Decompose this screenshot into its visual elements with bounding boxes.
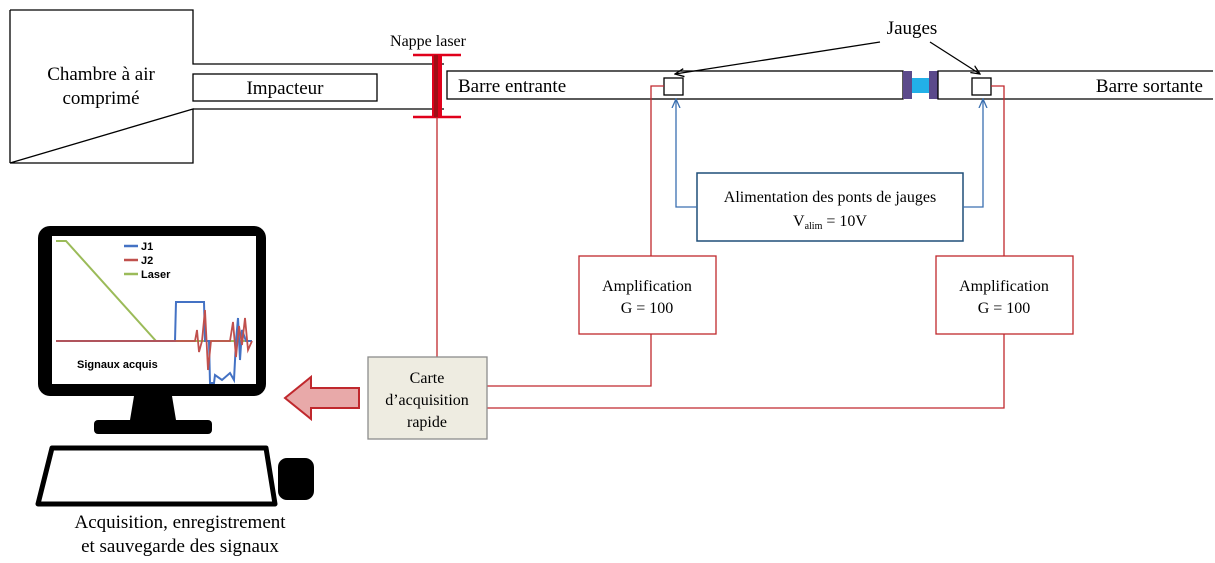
acquisition-card-line-2: d’acquisition (385, 392, 469, 409)
input-bar-label: Barre entrante (458, 76, 566, 97)
gauge-supply-title: Alimentation des ponts de jauges (724, 189, 936, 206)
amplifier-left-title: Amplification (602, 278, 692, 295)
computer-caption-2: et sauvegarde des signaux (81, 536, 279, 557)
gauges-arrow-left (675, 41, 881, 74)
gauge-j1 (663, 77, 684, 96)
air-chamber-outline (9, 9, 444, 164)
gauge-j2 (971, 77, 992, 96)
monitor-stand (94, 420, 212, 434)
amplifier-left-box (578, 255, 717, 335)
air-chamber-label-2: comprimé (62, 88, 139, 109)
impactor: Impacteur (192, 73, 378, 102)
air-chamber-label-1: Chambre à air (47, 64, 155, 85)
laser-sheet-label: Nappe laser (390, 33, 467, 50)
series-j1-line (56, 301, 252, 384)
legend-j1-label: J1 (141, 241, 153, 253)
impactor-label: Impacteur (246, 78, 324, 99)
monitor-neck (130, 396, 176, 420)
output-bar: Barre sortante (937, 70, 1213, 100)
amplifier-right-gain: G = 100 (978, 300, 1031, 317)
amplifier-left-gain: G = 100 (621, 300, 674, 317)
amplifier-right: Amplification G = 100 (935, 255, 1074, 335)
gauge-supply: Alimentation des ponts de jauges Valim =… (676, 99, 983, 242)
laser-sheet: Nappe laser (390, 33, 467, 119)
legend-j2-label: J2 (141, 255, 153, 267)
plot-caption: Signaux acquis (77, 359, 158, 371)
gauges-arrow-right (929, 41, 980, 74)
wire-gauge-j1-to-amp-left (650, 85, 664, 256)
impactor-body (192, 73, 378, 102)
computer-caption-1: Acquisition, enregistrement (74, 512, 286, 533)
signals-plot: J1 J2 Laser Signaux acquis (56, 240, 253, 384)
keyboard (35, 445, 278, 507)
supply-wire-right (963, 99, 983, 208)
data-transfer-arrow (283, 374, 360, 422)
wire-gauge-j2-to-amp-right (991, 85, 1005, 256)
gauges: Jauges (663, 18, 992, 96)
acquisition-card-line-3: rapide (407, 414, 447, 431)
acquisition-card-line-1: Carte (410, 370, 445, 387)
wire-amp-right-to-card (487, 334, 1005, 409)
wire-amp-left-to-card (487, 334, 652, 387)
amplifier-right-box (935, 255, 1074, 335)
air-chamber: Chambre à air comprimé (9, 9, 444, 164)
monitor-screen (52, 236, 256, 384)
mouse (278, 458, 314, 500)
gauge-supply-box (696, 172, 964, 242)
computer-monitor: J1 J2 Laser Signaux acquis (38, 226, 266, 434)
supply-wire-left (676, 99, 697, 208)
series-j2-line (56, 309, 253, 371)
acquisition-card: Carte d’acquisition rapide (367, 356, 488, 440)
gauge-supply-voltage: Valim = 10V (793, 213, 867, 232)
specimen-plate-left (903, 71, 912, 99)
amplifier-left: Amplification G = 100 (578, 255, 717, 335)
gauges-label: Jauges (887, 18, 938, 39)
legend-laser-label: Laser (141, 269, 171, 281)
output-bar-body (937, 70, 1213, 100)
acquisition-card-box (367, 356, 488, 440)
specimen-sample (912, 78, 929, 93)
specimen (903, 71, 938, 99)
specimen-plate-right (929, 71, 938, 99)
amplifier-right-title: Amplification (959, 278, 1049, 295)
output-bar-label: Barre sortante (1096, 76, 1203, 97)
signal-wires (436, 85, 1005, 409)
